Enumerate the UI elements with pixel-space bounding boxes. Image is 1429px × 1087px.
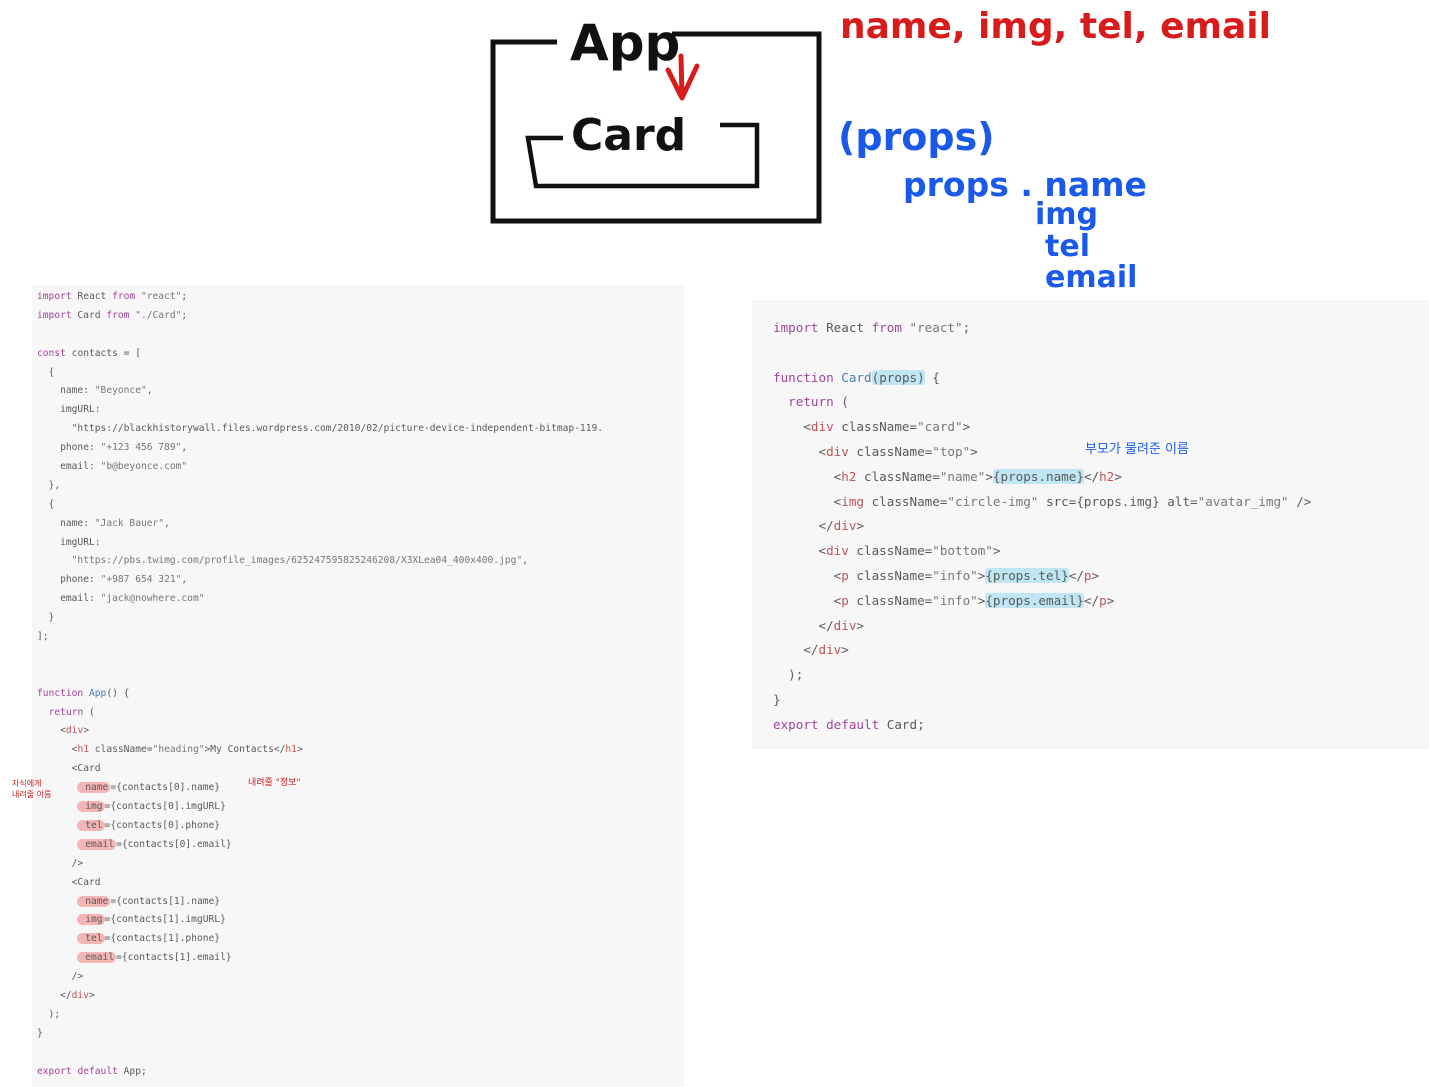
card-code-line: <div className="card"> <box>773 419 971 435</box>
app-code-line: import Card from "./Card"; <box>37 309 188 321</box>
app-code-line: <div> <box>37 725 89 737</box>
card-code-block: import React from "react"; ​ function Card… <box>752 300 1429 749</box>
app-code-line: /> <box>37 857 84 869</box>
card-label: Card <box>571 110 686 161</box>
app-code-line: name={contacts[1].name} <box>37 893 684 912</box>
app-code-line: } <box>37 612 55 624</box>
card-code-line: import React from "react"; <box>773 320 971 335</box>
card-code-line: </div> <box>773 617 865 633</box>
card-code-line: } <box>773 691 781 707</box>
card-box <box>525 122 760 189</box>
app-code-block: import React from "react"; import Card fr… <box>32 285 684 1087</box>
app-code-line: export default App; <box>37 1065 147 1077</box>
app-code-line: ​ <box>37 666 684 685</box>
app-box <box>490 31 822 224</box>
passed-info-note: 내려줄 "정보" <box>248 778 301 788</box>
app-code-line: name: "Beyonce", <box>37 385 153 397</box>
app-code-line: email: "b@beyonce.com" <box>37 461 188 473</box>
app-code-line: email={contacts[0].email} <box>37 836 684 855</box>
app-code-line: ​ <box>37 1044 684 1063</box>
app-code-line: phone: "+123 456 789", <box>37 442 188 454</box>
card-code-line: ); <box>773 667 804 683</box>
app-code-line: ​ <box>37 326 684 345</box>
app-code-line: ); <box>37 1008 61 1020</box>
app-code-line: imgURL: <box>37 404 101 416</box>
card-code-line: function Card(props) { <box>773 369 940 385</box>
app-code-line: name={contacts[0].name} <box>37 779 684 798</box>
down-arrow <box>665 53 700 101</box>
app-code-line: name: "Jack Bauer", <box>37 517 170 529</box>
app-code-line: <Card <box>37 763 101 775</box>
props-field-img: img <box>1035 197 1098 232</box>
app-code-line: function App() { <box>37 687 130 699</box>
props-label: (props) <box>838 115 995 159</box>
card-code-line: <div className="top"> <box>773 443 978 459</box>
props-field-tel: tel <box>1045 229 1090 264</box>
card-code-line: <p className="info">{props.tel}</p> <box>773 567 1100 583</box>
app-code-line: ]; <box>37 631 49 643</box>
app-label: App <box>570 14 680 72</box>
app-code-line: <Card <box>37 876 101 888</box>
card-code-line: <div className="bottom"> <box>773 543 1001 559</box>
app-code-line: email: "jack@nowhere.com" <box>37 593 205 605</box>
app-code-line: { <box>37 366 55 378</box>
app-code-line: img={contacts[0].imgURL} <box>37 798 684 817</box>
app-code-line: imgURL: <box>37 536 101 548</box>
app-code-line: phone: "+987 654 321", <box>37 574 188 586</box>
card-code-line: return ( <box>788 394 849 410</box>
card-code-line: <img className="circle-img" src={props.i… <box>773 493 1312 509</box>
app-code-line: "https://pbs.twimg.com/profile_images/62… <box>71 555 528 567</box>
app-code-line: email={contacts[1].email} <box>37 949 684 968</box>
card-code-line: </div> <box>773 518 865 534</box>
child-prop-name-note: 자식에게 내려줄 이름 <box>12 779 52 799</box>
app-code-line: }, <box>37 479 61 491</box>
props-access-label: props . name <box>903 165 1147 204</box>
fields-label: name, img, tel, email <box>840 6 1271 47</box>
card-code-line: <p className="info">{props.email}</p> <box>773 592 1115 608</box>
app-code-line: return ( <box>48 706 95 718</box>
app-code-line: import React from "react"; <box>37 291 188 302</box>
parent-prop-name-note: 부모가 물려준 이름 <box>1085 442 1189 457</box>
app-code-line: } <box>37 1027 43 1039</box>
app-code-line: </div> <box>37 989 95 1001</box>
props-flow-diagram: App Card name, img, tel, email (props) p… <box>490 6 1271 290</box>
app-code-line: const contacts = [ <box>37 347 141 359</box>
app-code-line: "https://blackhistorywall.files.wordpres… <box>37 423 604 435</box>
card-code-line: </div> <box>773 642 849 658</box>
app-code-line: { <box>37 498 55 510</box>
app-code-line: /> <box>37 971 84 983</box>
props-field-email: email <box>1045 260 1137 290</box>
app-code-line: tel={contacts[0].phone} <box>37 817 684 836</box>
app-code-line: ​ <box>37 647 684 666</box>
card-code-line: export default Card; <box>773 716 925 732</box>
app-code-line: <h1 className="heading">My Contacts</h1> <box>37 744 303 756</box>
app-code-line: img={contacts[1].imgURL} <box>37 911 684 930</box>
card-code-line: <h2 className="name">{props.name}</h2> <box>773 468 1122 484</box>
card-code-line: ​ <box>773 341 1429 366</box>
app-code-line: tel={contacts[1].phone} <box>37 930 684 949</box>
